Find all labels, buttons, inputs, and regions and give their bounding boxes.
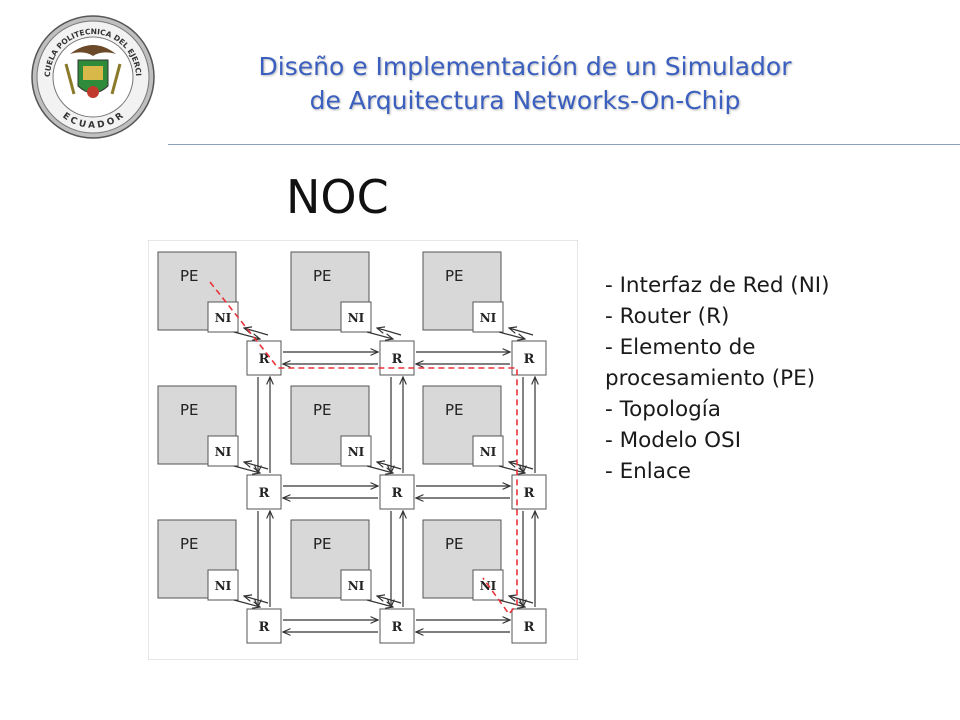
- ni-label: NI: [480, 311, 497, 325]
- router: [246, 340, 282, 376]
- ni-router-link: [498, 331, 525, 339]
- network-interface: [207, 435, 239, 467]
- router: [246, 474, 282, 510]
- network-interface: [207, 569, 239, 601]
- ni-router-link: [509, 462, 534, 470]
- pe-label: PE: [180, 535, 199, 553]
- pe-label: PE: [313, 267, 332, 285]
- header-title-line-1: Diseño e Implementación de un Simulador: [258, 52, 792, 81]
- router-label: R: [259, 352, 270, 367]
- ni-router-link: [498, 599, 525, 607]
- bullet-processing-element-line-2: procesamiento (PE): [605, 366, 816, 391]
- pe-label: PE: [313, 535, 332, 553]
- ni-label: NI: [215, 311, 232, 325]
- institution-seal-logo: ESCUELA POLITECNICA DEL EJERCITO ECUADOR: [30, 14, 155, 139]
- ni-router-link: [244, 596, 269, 604]
- router: [511, 608, 547, 644]
- network-interface: [472, 435, 504, 467]
- router-label: R: [392, 620, 403, 635]
- pe-label: PE: [445, 267, 464, 285]
- ni-router-link: [366, 465, 393, 473]
- router-label: R: [392, 486, 403, 501]
- ni-label: NI: [348, 445, 365, 459]
- pe-label: PE: [180, 401, 199, 419]
- bullet-osi-model: - Modelo OSI: [605, 428, 742, 453]
- router: [379, 340, 415, 376]
- bullet-topology: - Topología: [605, 397, 721, 422]
- ni-label: NI: [215, 445, 232, 459]
- ni-router-link: [233, 465, 260, 473]
- bullet-link: - Enlace: [605, 459, 691, 484]
- pe-label: PE: [445, 535, 464, 553]
- bullet-processing-element-line-1: - Elemento de: [605, 335, 756, 360]
- router-label: R: [524, 486, 535, 501]
- ni-router-link: [366, 599, 393, 607]
- component-bullet-list: - Interfaz de Red (NI) - Router (R) - El…: [605, 270, 945, 487]
- router-label: R: [392, 352, 403, 367]
- slide-title: NOC: [286, 170, 389, 224]
- bullet-network-interface: - Interfaz de Red (NI): [605, 273, 830, 298]
- network-interface: [340, 435, 372, 467]
- ni-router-link: [509, 596, 534, 604]
- router-label: R: [259, 620, 270, 635]
- pe-label: PE: [313, 401, 332, 419]
- ni-router-link: [233, 331, 260, 339]
- router-label: R: [259, 486, 270, 501]
- header-title-line-2: de Arquitectura Networks-On-Chip: [309, 86, 741, 115]
- ni-router-link: [377, 328, 402, 336]
- network-interface: [340, 301, 372, 333]
- ni-router-link: [366, 331, 393, 339]
- router: [511, 340, 547, 376]
- ni-label: NI: [348, 579, 365, 593]
- pe-label: PE: [445, 401, 464, 419]
- router: [379, 474, 415, 510]
- ni-router-link: [498, 465, 525, 473]
- router: [246, 608, 282, 644]
- header-divider: [168, 144, 960, 145]
- ni-router-link: [233, 599, 260, 607]
- ni-router-link: [377, 596, 402, 604]
- bullet-router: - Router (R): [605, 304, 730, 329]
- router: [379, 608, 415, 644]
- ni-router-link: [509, 328, 534, 336]
- ni-router-link: [377, 462, 402, 470]
- presentation-header-title: Diseño e Implementación de un Simulador …: [170, 50, 880, 118]
- ni-label: NI: [348, 311, 365, 325]
- network-interface: [340, 569, 372, 601]
- network-interface: [472, 301, 504, 333]
- pe-label: PE: [180, 267, 199, 285]
- router-label: R: [524, 352, 535, 367]
- router-label: R: [524, 620, 535, 635]
- ni-label: NI: [480, 445, 497, 459]
- ni-router-link: [244, 462, 269, 470]
- ni-label: NI: [215, 579, 232, 593]
